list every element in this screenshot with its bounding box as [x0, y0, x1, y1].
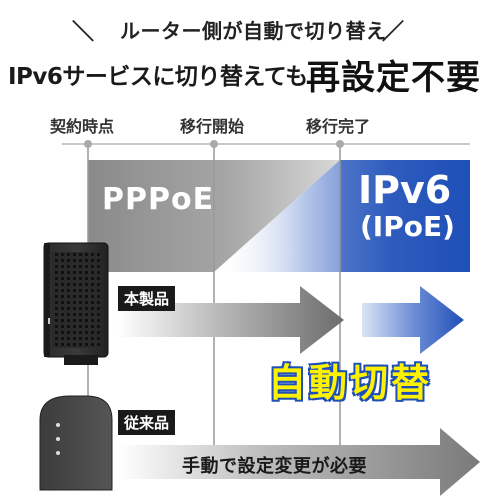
timeline-label-start: 移行開始: [180, 117, 245, 136]
legacy-product-arrow: [118, 428, 480, 496]
phase-label-pppoe: PPPoE: [102, 182, 215, 217]
headline-emphasis: 再設定不要: [306, 58, 481, 98]
router-illustration: [43, 242, 109, 365]
phase-label-ipv6: IPv6: [358, 168, 452, 212]
auto-switch-label: 自動切替: [267, 360, 433, 406]
timeline-label-complete: 移行完了: [306, 117, 371, 136]
tagline: ルーター側が自動で切り替え: [120, 19, 387, 43]
manual-setting-note: 手動で設定変更が必要: [182, 456, 367, 477]
this-product-label: 本製品: [118, 286, 176, 311]
tagline-slash-right: ／: [382, 20, 405, 45]
tagline-slash-left: ＼: [72, 20, 95, 45]
legacy-product-label: 従来品: [118, 410, 176, 435]
this-product-arrow-blue: [362, 286, 464, 354]
headline-main: IPv6サービスに切り替えても: [8, 64, 308, 90]
timeline-label-contract: 契約時点: [50, 117, 115, 136]
phase-label-ipoe: (IPoE): [360, 210, 455, 243]
legacy-router-illustration: [39, 395, 113, 491]
